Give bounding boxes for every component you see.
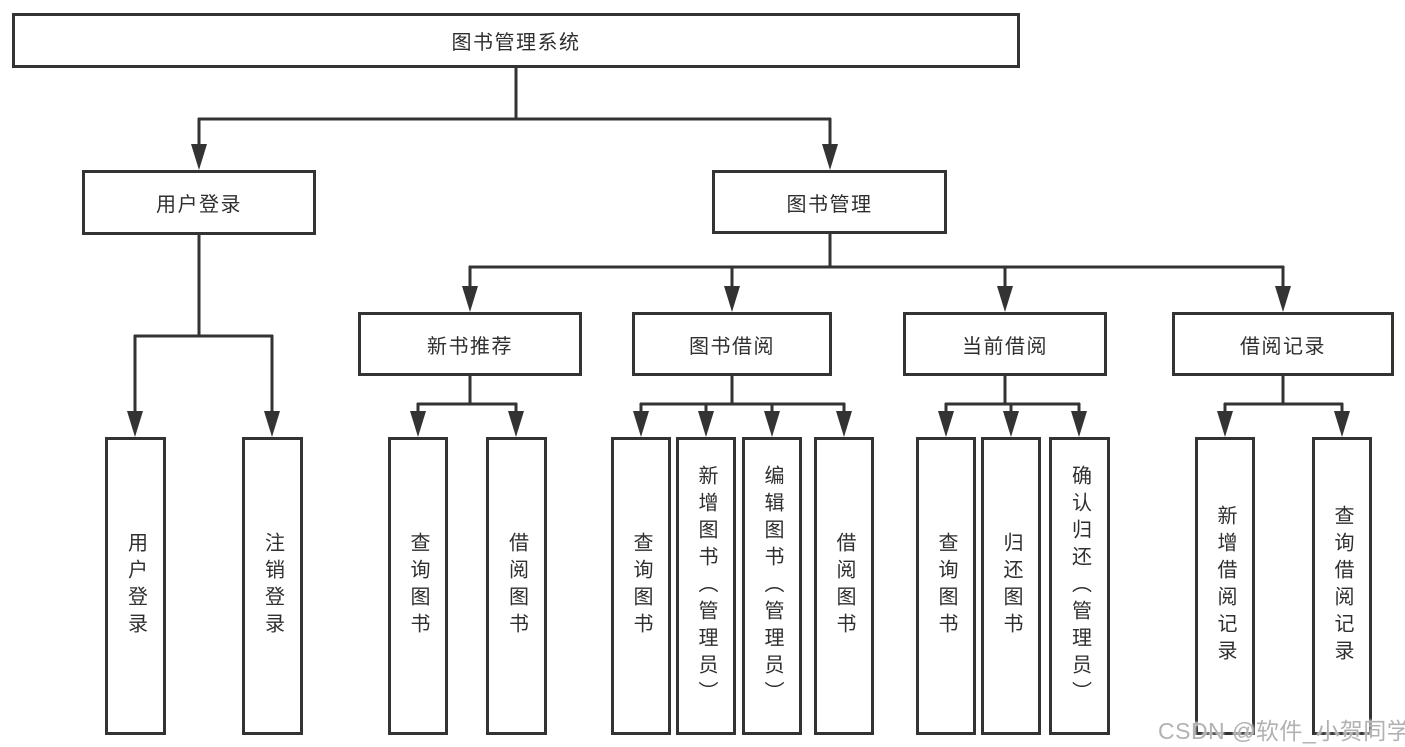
leaf-current-confirm-admin: 确认归还（管理员）	[1049, 437, 1110, 735]
leaf-current-return-label: 归还图书	[1000, 532, 1022, 640]
leaf-newbook-borrow-label: 借阅图书	[505, 532, 528, 640]
leaf-record-query-label: 查询借阅记录	[1331, 505, 1353, 667]
leaf-record-query: 查询借阅记录	[1312, 437, 1372, 735]
leaf-record-add: 新增借阅记录	[1195, 437, 1255, 735]
connector-current-leaves	[938, 375, 1087, 437]
leaf-borrow-book-label: 借阅图书	[833, 532, 855, 640]
leaf-borrow-add-admin: 新增图书（管理员）	[676, 437, 736, 735]
node-book-management-label: 图书管理	[786, 193, 873, 216]
leaf-user-login: 用户登录	[105, 437, 166, 735]
connector-newbook-leaves	[410, 375, 524, 437]
node-new-book-recommend-label: 新书推荐	[427, 335, 513, 358]
connector-login-subtree	[127, 234, 280, 437]
connector-root-to-level2	[191, 68, 838, 170]
leaf-logout: 注销登录	[242, 437, 303, 735]
node-current-borrow: 当前借阅	[903, 312, 1107, 376]
leaf-borrow-query: 查询图书	[611, 437, 671, 735]
leaf-current-return: 归还图书	[981, 437, 1041, 735]
node-book-management: 图书管理	[712, 170, 947, 234]
leaf-newbook-query: 查询图书	[388, 437, 448, 735]
leaf-borrow-add-admin-label: 新增图书（管理员）	[695, 464, 717, 708]
node-book-borrow-label: 图书借阅	[689, 335, 775, 358]
node-user-login-label: 用户登录	[156, 194, 242, 216]
connector-records-leaves	[1217, 375, 1350, 437]
node-borrow-records-label: 借阅记录	[1240, 335, 1326, 358]
leaf-newbook-borrow: 借阅图书	[486, 437, 547, 735]
leaf-record-add-label: 新增借阅记录	[1214, 505, 1236, 667]
leaf-borrow-book: 借阅图书	[814, 437, 874, 735]
leaf-borrow-edit-admin-label: 编辑图书（管理员）	[761, 464, 783, 708]
node-root-label: 图书管理系统	[451, 32, 581, 54]
node-borrow-records: 借阅记录	[1172, 312, 1394, 376]
connector-mgmt-to-groups	[462, 233, 1291, 312]
leaf-logout-label: 注销登录	[261, 532, 284, 640]
leaf-current-query-label: 查询图书	[935, 532, 957, 640]
node-root-system: 图书管理系统	[12, 13, 1020, 68]
leaf-user-login-label: 用户登录	[124, 532, 147, 640]
node-new-book-recommend: 新书推荐	[358, 312, 582, 376]
node-book-borrow: 图书借阅	[632, 312, 832, 376]
connector-borrow-leaves	[633, 375, 852, 437]
leaf-current-confirm-admin-label: 确认归还（管理员）	[1068, 464, 1091, 708]
node-user-login: 用户登录	[82, 170, 316, 235]
leaf-borrow-edit-admin: 编辑图书（管理员）	[742, 437, 802, 735]
leaf-current-query: 查询图书	[916, 437, 976, 735]
leaf-borrow-query-label: 查询图书	[630, 532, 652, 640]
watermark: CSDN @软件_小贺同学	[1158, 718, 1405, 744]
node-current-borrow-label: 当前借阅	[962, 335, 1048, 358]
leaf-newbook-query-label: 查询图书	[407, 532, 429, 640]
